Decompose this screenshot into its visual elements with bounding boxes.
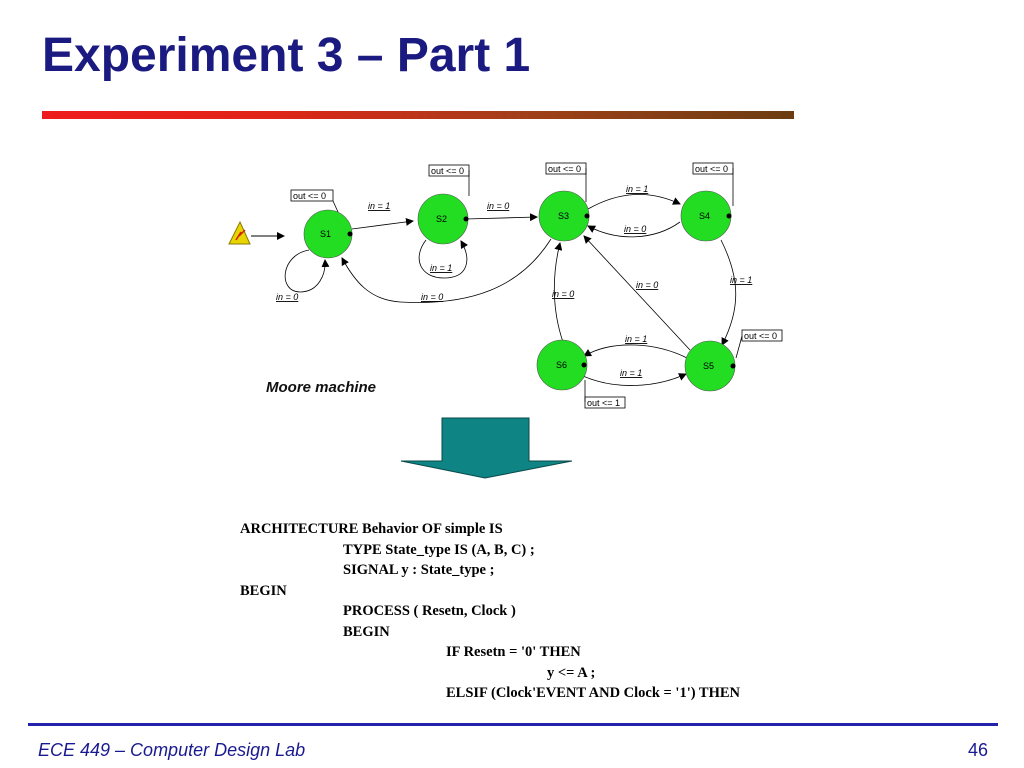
code-line: SIGNAL y : State_type ; [343, 562, 495, 578]
state-s1: S1 [303, 209, 353, 259]
diagram-caption: Moore machine [266, 379, 376, 396]
label-s3-s4: in = 1 [626, 184, 648, 194]
transition-s3-s1 [341, 238, 552, 303]
label-s6-s5: in = 1 [620, 368, 642, 378]
svg-text:out <= 0: out <= 0 [695, 164, 728, 174]
states: S1 S2 S3 S4 S5 S6 [303, 190, 736, 392]
svg-text:S4: S4 [699, 211, 710, 221]
label-s6-s3: in = 0 [552, 289, 574, 299]
output-boxes: out <= 0 out <= 0 out <= 0 out <= 0 out … [290, 162, 783, 409]
label-s5-s3: in = 0 [636, 280, 658, 290]
svg-text:out <= 0: out <= 0 [293, 191, 326, 201]
transition-labels: in = 0 in = 1 in = 1 in = 0 in = 0 in = … [276, 184, 752, 378]
label-s4-s3: in = 0 [624, 224, 646, 234]
output-box-s4: out <= 0 [692, 162, 734, 206]
transition-s6-s3 [553, 242, 564, 343]
svg-text:out <= 0: out <= 0 [548, 164, 581, 174]
label-s4-s5: in = 1 [730, 275, 752, 285]
svg-text:out <= 0: out <= 0 [431, 166, 464, 176]
code-line: BEGIN [343, 623, 390, 640]
code-line: ELSIF (Clock'EVENT AND Clock = '1') THEN [446, 685, 741, 701]
transition-s2-s3 [465, 213, 538, 222]
code-line: BEGIN [240, 582, 287, 599]
transition-s6-s5 [582, 373, 687, 386]
svg-text:out <= 0: out <= 0 [744, 331, 777, 341]
page-number: 46 [967, 740, 988, 760]
state-s3: S3 [538, 190, 590, 242]
label-s5-s6: in = 1 [625, 334, 647, 344]
reset-symbol-icon [228, 220, 285, 245]
vhdl-code-block: ARCHITECTURE Behavior OF simple IS TYPE … [240, 519, 740, 704]
svg-text:S1: S1 [320, 229, 331, 239]
label-s1-s2: in = 1 [368, 201, 390, 211]
code-line: TYPE State_type IS (A, B, C) ; [343, 541, 535, 558]
svg-text:S6: S6 [556, 360, 567, 370]
svg-text:S5: S5 [703, 361, 714, 371]
transition-s2-s2 [418, 239, 468, 279]
output-box-s3: out <= 0 [545, 162, 587, 202]
transition-s3-s4 [587, 194, 681, 210]
footer-course-title: ECE 449 – Computer Design Lab [38, 740, 306, 760]
svg-text:S2: S2 [436, 214, 447, 224]
label-s3-s1: in = 0 [421, 292, 443, 302]
transition-s1-s1 [284, 249, 330, 293]
down-arrow-icon [400, 417, 573, 479]
state-s4: S4 [680, 190, 732, 242]
slide-title: Experiment 3 – Part 1 [42, 29, 531, 82]
transition-s4-s3 [587, 221, 681, 238]
label-s2-s3: in = 0 [487, 201, 509, 211]
state-s6: S6 [536, 339, 588, 391]
title-underline [42, 111, 794, 119]
output-box-s1: out <= 0 [290, 189, 339, 213]
transition-s1-s2 [351, 217, 414, 230]
output-box-s6: out <= 1 [584, 380, 626, 409]
state-diagram: in = 0 in = 1 in = 1 in = 0 in = 0 in = … [228, 162, 783, 479]
transition-s4-s5 [720, 239, 737, 346]
transition-s5-s3 [583, 235, 691, 351]
label-s2-s2: in = 1 [430, 263, 452, 273]
code-line: y <= A ; [547, 664, 596, 681]
label-s1-s1: in = 0 [276, 292, 298, 302]
footer-divider [28, 723, 998, 726]
code-line: PROCESS ( Resetn, Clock ) [343, 603, 516, 619]
svg-text:out <= 1: out <= 1 [587, 398, 620, 408]
output-box-s5: out <= 0 [735, 329, 783, 359]
output-box-s2: out <= 0 [428, 164, 470, 196]
state-s5: S5 [684, 340, 736, 392]
svg-text:S3: S3 [558, 211, 569, 221]
state-s2: S2 [417, 193, 469, 245]
transitions [284, 194, 737, 386]
transition-s5-s6 [583, 344, 688, 359]
code-line: ARCHITECTURE Behavior OF simple IS [240, 521, 503, 537]
code-line: IF Resetn = '0' THEN [446, 644, 581, 660]
